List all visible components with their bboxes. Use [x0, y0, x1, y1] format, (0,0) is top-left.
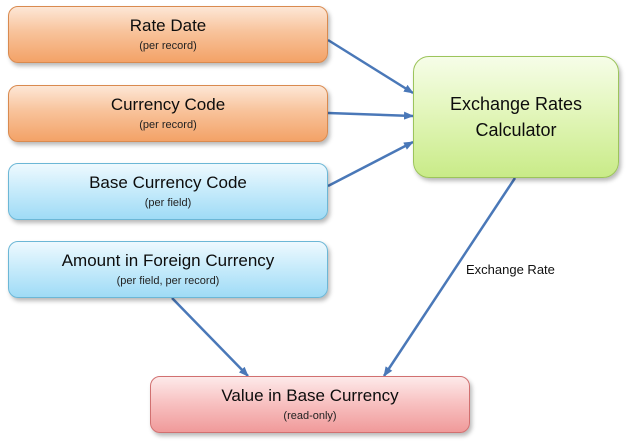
currency-code-title: Currency Code	[110, 95, 226, 114]
calculator-title-line-1: Exchange Rates	[449, 94, 583, 114]
edge-base-currency-code-to-calculator	[327, 140, 414, 188]
amount-foreign-currency-box: Amount in Foreign Currency (per field, p…	[8, 241, 328, 298]
rate-date-subtitle: (per record)	[139, 40, 197, 52]
exchange-rate-edge-label: Exchange Rate	[466, 262, 555, 277]
edge-calculator-to-value-base	[382, 177, 517, 377]
currency-code-box: Currency Code (per record)	[8, 85, 328, 142]
edge-rate-date-to-calculator	[327, 38, 414, 95]
base-currency-code-subtitle: (per field)	[144, 197, 192, 209]
rate-date-box: Rate Date (per record)	[8, 6, 328, 63]
edge-amount-foreign-to-value-base	[171, 297, 249, 377]
value-base-title: Value in Base Currency	[221, 386, 399, 405]
amount-foreign-currency-subtitle: (per field, per record)	[116, 275, 220, 287]
base-currency-code-title: Base Currency Code	[89, 173, 247, 192]
exchange-rates-calculator-box: Exchange Rates Calculator	[413, 56, 619, 178]
value-base-subtitle: (read-only)	[283, 410, 337, 422]
rate-date-title: Rate Date	[129, 16, 207, 35]
amount-foreign-currency-title: Amount in Foreign Currency	[61, 251, 275, 270]
currency-code-subtitle: (per record)	[139, 119, 197, 131]
base-currency-code-box: Base Currency Code (per field)	[8, 163, 328, 220]
value-in-base-currency-box: Value in Base Currency (read-only)	[150, 376, 470, 433]
calculator-title-line-2: Calculator	[475, 120, 557, 140]
edge-currency-code-to-calculator	[327, 111, 414, 120]
